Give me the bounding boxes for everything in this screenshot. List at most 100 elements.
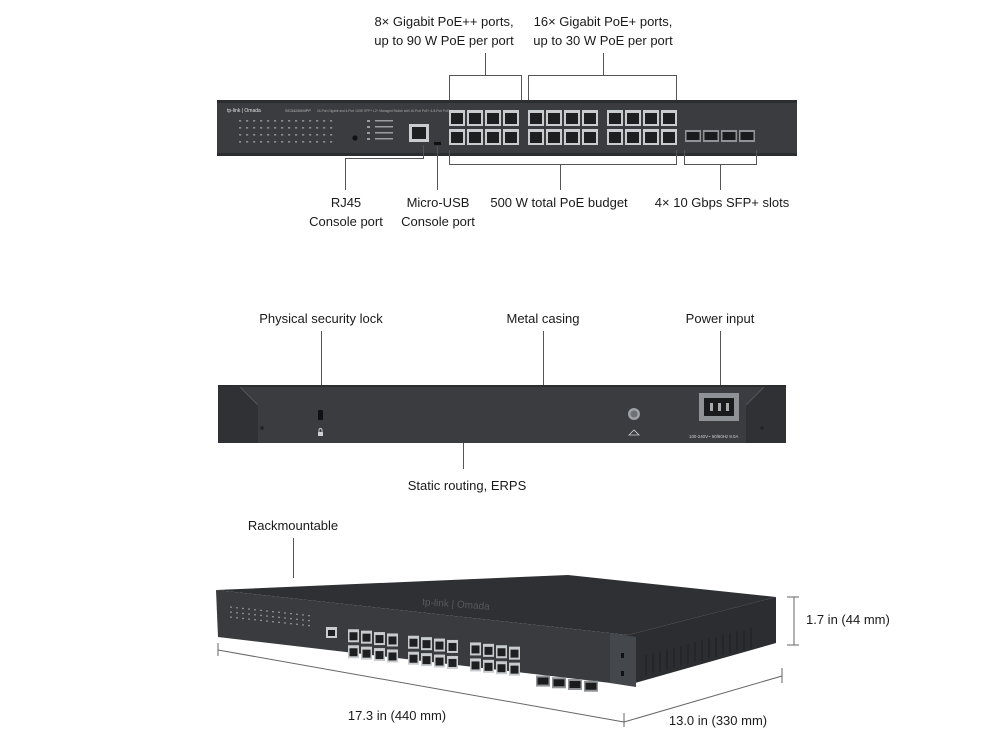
ethernet-port-icon [582, 129, 598, 145]
ethernet-port-icon [434, 638, 445, 652]
status-led [323, 134, 326, 136]
security-lock-slot-icon [318, 410, 323, 420]
ethernet-port-icon [467, 129, 483, 145]
status-led [272, 621, 274, 623]
ethernet-port-icon [374, 648, 385, 662]
status-led [248, 613, 250, 615]
ethernet-port-icon [408, 651, 419, 665]
sfp-bracket-right [756, 150, 757, 164]
micro-usb-port-icon [434, 142, 441, 145]
ethernet-port-icon [496, 661, 507, 675]
status-led [274, 127, 277, 129]
led-matrix [239, 120, 333, 143]
status-led [248, 618, 250, 620]
ethernet-port-icon [485, 110, 501, 126]
status-led [288, 120, 291, 122]
ethernet-port-icon [421, 653, 432, 667]
height-dimension-label: 1.7 in (44 mm) [806, 612, 890, 627]
status-led [296, 623, 298, 625]
status-led [295, 134, 298, 136]
status-led [260, 614, 262, 617]
status-led [290, 612, 292, 615]
ethernet-port-icon [408, 635, 419, 649]
status-led [272, 611, 274, 613]
status-led [281, 127, 284, 129]
status-led [302, 134, 305, 136]
ethernet-port-icon [447, 639, 458, 653]
status-led [260, 120, 263, 122]
status-led [295, 127, 298, 129]
poe-budget-bracket-right [676, 150, 677, 164]
rj45-console-port-icon [409, 124, 429, 142]
ground-screw-icon [628, 408, 640, 436]
security-lock-label: Physical security lock [259, 311, 383, 326]
sfp-slot-icon [536, 675, 550, 687]
top-logo-text: tp-link | Omada [422, 597, 491, 613]
brand-logo-text: tp-link | Omada [227, 108, 261, 114]
status-led [288, 134, 291, 136]
ethernet-port-icon [348, 629, 359, 643]
status-led [246, 127, 249, 129]
ethernet-port-icon [607, 110, 623, 126]
ethernet-port-icon [467, 110, 483, 126]
status-led [274, 134, 277, 136]
status-led [254, 619, 256, 621]
ethernet-port-icon [661, 110, 677, 126]
micro-usb-console-label: Micro-USB Console port [401, 195, 475, 229]
ethernet-port-icon [607, 129, 623, 145]
status-led [302, 624, 304, 626]
ethernet-port-icon [625, 110, 641, 126]
poe-plus-plus-bracket [449, 75, 522, 76]
status-led [274, 120, 277, 122]
status-led [278, 616, 280, 618]
status-led [246, 120, 249, 122]
status-led [309, 127, 312, 129]
status-led [242, 612, 244, 615]
status-led [308, 624, 310, 627]
status-led [295, 141, 298, 143]
status-led [281, 141, 284, 143]
status-led [253, 134, 256, 136]
poe-budget-label: 500 W total PoE budget [490, 195, 628, 210]
status-led [236, 612, 238, 614]
ethernet-port-icon [661, 129, 677, 145]
status-led [267, 134, 270, 136]
status-led [284, 617, 286, 619]
status-led [296, 618, 298, 620]
status-led [239, 127, 242, 129]
ethernet-port-icon [503, 129, 519, 145]
power-input-leader [720, 331, 721, 395]
ethernet-port-icon [483, 659, 494, 673]
status-led [248, 608, 250, 610]
status-led [290, 622, 292, 625]
status-led [254, 614, 256, 616]
ethernet-port-icon [564, 110, 580, 126]
status-led [309, 141, 312, 143]
status-led [267, 120, 270, 122]
ethernet-port-icon [361, 630, 372, 644]
ethernet-port-icon [421, 637, 432, 651]
width-dimension-label: 17.3 in (440 mm) [347, 708, 447, 723]
status-led [288, 127, 291, 129]
poe-plus-leader [603, 53, 604, 75]
ethernet-port-icon [528, 110, 544, 126]
status-led [288, 141, 291, 143]
poe-plus-plus-bracket-left [449, 75, 450, 100]
sfp-leader [720, 164, 721, 190]
rj45-console-leader-h [345, 158, 424, 159]
status-led [274, 141, 277, 143]
status-led [260, 134, 263, 136]
rj45-console-leader-down [345, 158, 346, 190]
ethernet-port-icon [643, 110, 659, 126]
status-led [323, 141, 326, 143]
reset-button-icon [352, 135, 358, 141]
sfp-slot-icon [703, 130, 719, 142]
sfp-slot-icon [685, 130, 701, 142]
status-led [302, 614, 304, 616]
ethernet-port-icon [546, 110, 562, 126]
status-led [230, 606, 232, 608]
poe-budget-bracket [449, 164, 677, 165]
status-led [260, 609, 262, 612]
status-led [284, 612, 286, 614]
rackmountable-leader [293, 538, 294, 578]
